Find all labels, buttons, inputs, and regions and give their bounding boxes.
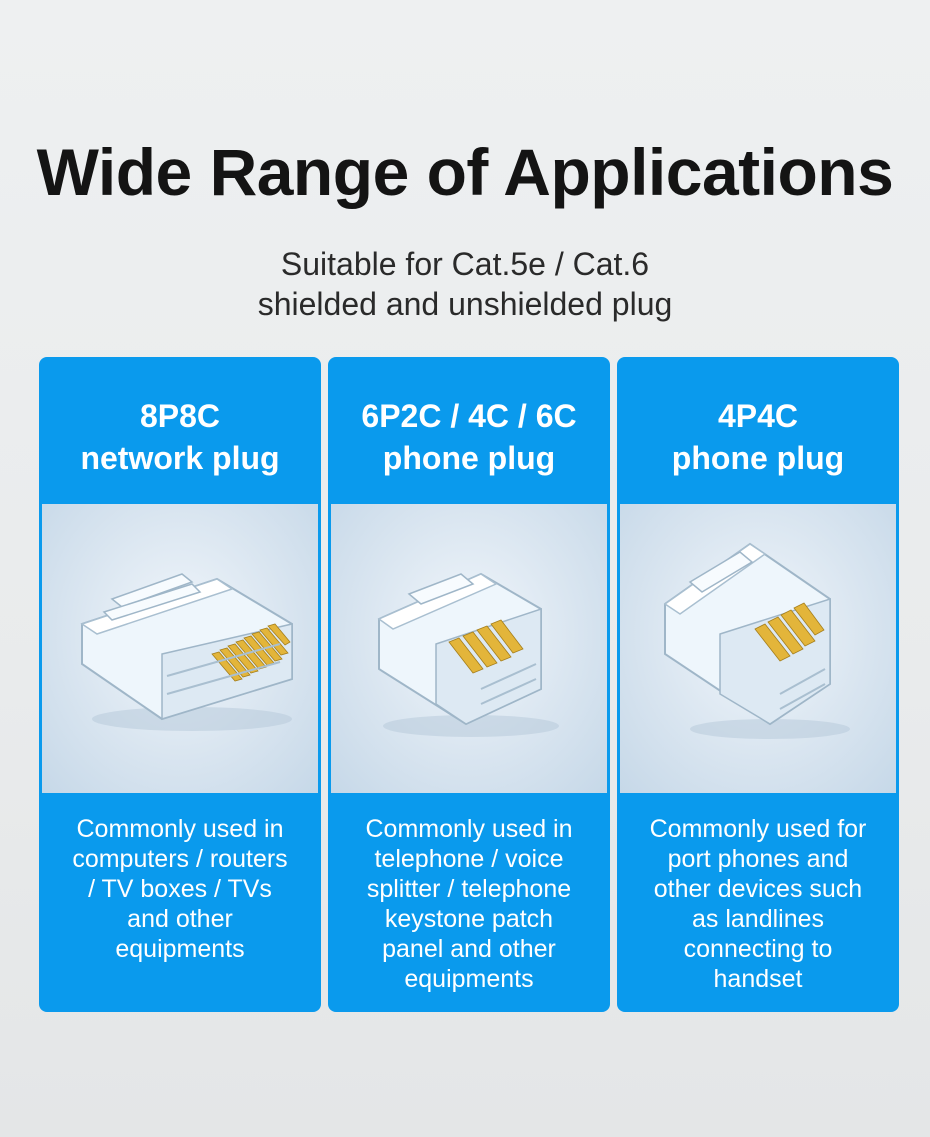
desc-line: telephone / voice xyxy=(374,845,564,873)
card-title: 8P8C network plug xyxy=(39,395,321,479)
desc-line: panel and other xyxy=(382,935,556,963)
desc-line: other devices such xyxy=(653,875,863,903)
card-title-line-1: 6P2C / 4C / 6C xyxy=(361,398,577,434)
desc-line: splitter / telephone xyxy=(366,875,572,903)
page-title: Wide Range of Applications xyxy=(36,135,894,209)
rj12-plug-icon xyxy=(331,504,607,793)
subtitle-line-1: Suitable for Cat.5e / Cat.6 xyxy=(280,246,650,282)
desc-line: equipments xyxy=(115,935,245,963)
desc-line: handset xyxy=(713,965,803,993)
card-title-line-2: phone plug xyxy=(382,440,556,476)
card-title: 4P4C phone plug xyxy=(617,395,899,479)
card-title-line-2: network plug xyxy=(80,440,280,476)
card-description: Commonly used in telephone / voice split… xyxy=(336,814,602,994)
card-6p2c: 6P2C / 4C / 6C phone plug Commonly used … xyxy=(328,357,610,1012)
card-title-line-1: 4P4C xyxy=(717,398,799,434)
rj9-plug-icon xyxy=(620,504,896,793)
desc-line: equipments xyxy=(404,965,534,993)
rj45-plug-icon xyxy=(42,504,318,793)
subtitle-line-2: shielded and unshielded plug xyxy=(257,286,673,322)
desc-line: / TV boxes / TVs xyxy=(88,875,272,903)
desc-line: and other xyxy=(127,905,233,933)
card-title-line-2: phone plug xyxy=(671,440,845,476)
card-description: Commonly used for port phones and other … xyxy=(625,814,891,994)
desc-line: as landlines xyxy=(691,905,825,933)
desc-line: keystone patch xyxy=(384,905,554,933)
card-title-line-1: 8P8C xyxy=(139,398,221,434)
card-8p8c: 8P8C network plug xyxy=(39,357,321,1012)
desc-line: computers / routers xyxy=(72,845,288,873)
card-title: 6P2C / 4C / 6C phone plug xyxy=(328,395,610,479)
desc-line: port phones and xyxy=(667,845,849,873)
card-4p4c: 4P4C phone plug Commonly used for port p… xyxy=(617,357,899,1012)
desc-line: Commonly used in xyxy=(76,815,284,843)
card-description: Commonly used in computers / routers / T… xyxy=(47,814,313,964)
desc-line: connecting to xyxy=(683,935,833,963)
desc-line: Commonly used for xyxy=(649,815,867,843)
subtitle: Suitable for Cat.5e / Cat.6 shielded and… xyxy=(0,244,930,324)
desc-line: Commonly used in xyxy=(365,815,573,843)
